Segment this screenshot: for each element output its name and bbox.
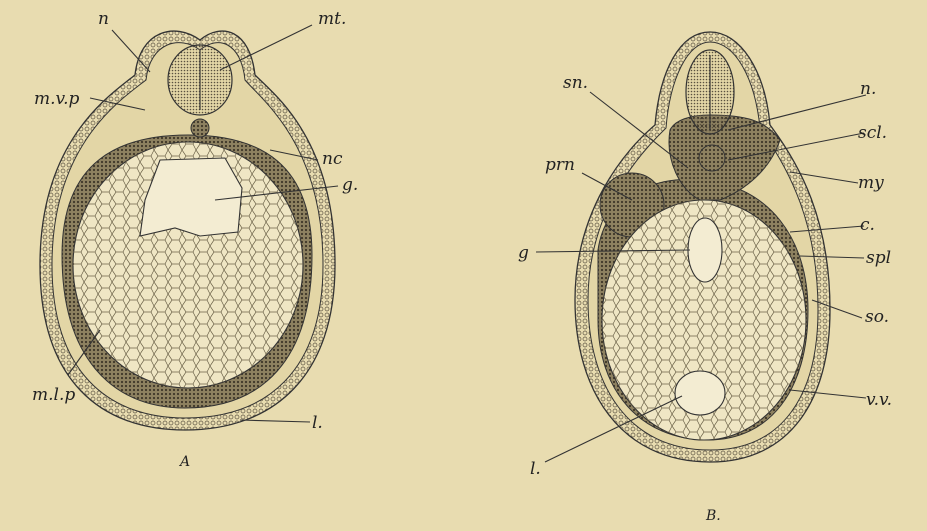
- label-a-nc: nc: [322, 149, 343, 169]
- label-a-mt: mt.: [318, 9, 346, 29]
- label-b-prn: prn: [545, 155, 575, 175]
- figure-b-notochord: [699, 145, 725, 171]
- label-a-mvp: m.v.p: [34, 89, 80, 109]
- label-b-so: so.: [865, 307, 889, 327]
- label-b-l: l.: [530, 459, 541, 479]
- caption-a: A: [178, 454, 190, 470]
- label-a-mlp: m.l.p: [32, 385, 75, 405]
- label-b-spl: spl: [866, 248, 891, 268]
- label-b-n: n.: [860, 79, 876, 99]
- label-a-g: g.: [342, 175, 358, 195]
- label-b-c: c.: [860, 215, 875, 235]
- figure-a-notochord: [191, 119, 209, 137]
- label-a-n: n: [98, 9, 109, 29]
- figure-b-gut-cavity: [688, 218, 722, 282]
- label-b-vv: v.v.: [866, 390, 892, 410]
- label-b-my: my: [858, 173, 884, 193]
- figure-b-liver-cavity: [675, 371, 725, 415]
- label-b-sn: sn.: [563, 73, 588, 93]
- label-a-l: l.: [312, 413, 323, 433]
- label-b-scl: scl.: [858, 123, 887, 143]
- figure-a: n mt. m.v.p nc g. m.l.p l. A: [32, 9, 358, 470]
- caption-b: B.: [705, 508, 721, 524]
- label-b-g: g: [518, 243, 529, 263]
- figure-b: sn. n. scl. my prn c. g spl so. v.v. l. …: [518, 32, 892, 524]
